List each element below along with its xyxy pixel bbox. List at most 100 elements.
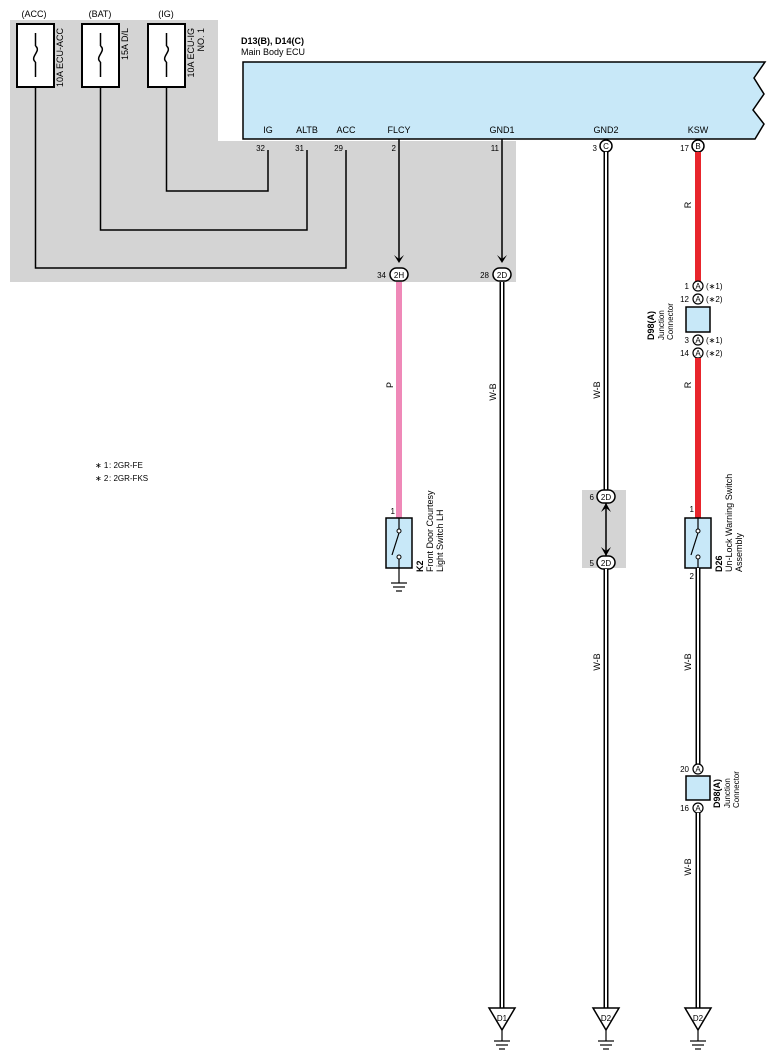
jc-pin-number: 16 (680, 804, 689, 813)
ground-icon (494, 1040, 510, 1050)
connector-letter: C (603, 142, 609, 151)
switch-name-line2: Assembly (734, 532, 744, 572)
jc-code: D98(A) (712, 779, 722, 808)
junction-label: 2D (601, 559, 611, 568)
junction-pin-number: 5 (590, 559, 595, 568)
pin-number: 17 (680, 144, 689, 153)
fuse-source-label: (BAT) (89, 9, 112, 19)
junction-2h: 34 2H (377, 267, 409, 282)
jc-pin-note: (∗1) (706, 282, 723, 291)
ecu-connector-c: C (599, 139, 613, 153)
junction-arrow (394, 255, 404, 263)
note-text: : 2GR-FKS (109, 474, 148, 483)
jc-pin-label: A (695, 349, 701, 358)
note-text: : 2GR-FE (109, 461, 143, 470)
pin-number: 29 (334, 144, 343, 153)
ecu-pin-label: IG (263, 125, 273, 135)
switch-name-line2: Light Switch LH (435, 509, 445, 572)
fuse-source-label: (IG) (158, 9, 174, 19)
wire-color-label: R (683, 201, 693, 208)
ecu-pin-label: ALTB (296, 125, 318, 135)
junction-label: 2D (601, 493, 611, 502)
jc-pin-number: 3 (685, 336, 690, 345)
jc-code: D98(A) (646, 311, 656, 340)
ground-label: D2 (601, 1014, 612, 1023)
junction-connector-bottom: 20 A 16 A D98(A) Junction Connector (680, 763, 741, 814)
jc-pin-number: 12 (680, 295, 689, 304)
switch-code: K2 (415, 560, 425, 572)
junction-arrow (601, 547, 611, 556)
jc-pin-note: (∗1) (706, 336, 723, 345)
ground-point-d2-gnd2: D2 (591, 1007, 621, 1050)
switch-code: D26 (714, 555, 724, 572)
fuse-bat: (BAT) 15A D/L (81, 9, 130, 88)
note-mark: ∗ 1 (95, 461, 109, 470)
pin-number: 32 (256, 144, 265, 153)
pin-number: 11 (491, 144, 500, 153)
ecu-name: Main Body ECU (241, 47, 305, 57)
fuse-source-label: (ACC) (22, 9, 47, 19)
junction-pin-number: 34 (377, 271, 386, 280)
courtesy-light-switch: 1 K2 Front Door Courtesy Light Switch LH (385, 490, 445, 592)
ecu-pin-label: GND2 (593, 125, 618, 135)
pin-number: 31 (295, 144, 304, 153)
jc-pin-label: A (695, 336, 701, 345)
ground-label: D2 (693, 1014, 704, 1023)
ecu-pin-label: FLCY (387, 125, 410, 135)
junction-label: 2H (394, 271, 404, 280)
switch-name-line1: Front Door Courtesy (425, 490, 435, 572)
junction-connector-top: 1 A (∗1) 12 A (∗2) 3 A (∗1) 14 A (∗2) D9… (646, 280, 723, 359)
switch-pin-number: 2 (690, 572, 695, 581)
junction-2d-gnd1: 28 2D (480, 267, 512, 282)
pin-number: 2 (392, 144, 397, 153)
jc-name1: Junction (657, 310, 666, 340)
ecu-pin-label: ACC (336, 125, 356, 135)
junction-arrow (601, 503, 611, 512)
ecu-connector-b: B (691, 139, 705, 153)
jc-pin-label: A (695, 282, 701, 291)
fuse-name: 10A ECU-IG (186, 28, 196, 78)
wire-color-label: W-B (592, 653, 602, 670)
jc-pin-note: (∗2) (706, 349, 723, 358)
jc-pin-label: A (695, 804, 701, 813)
wire-color-label: R (683, 381, 693, 388)
engine-notes: ∗ 1 : 2GR-FE ∗ 2 : 2GR-FKS (95, 461, 148, 483)
ecu-pin-label: GND1 (489, 125, 514, 135)
junction-pin-number: 28 (480, 271, 489, 280)
connector-letter: B (695, 142, 700, 151)
ground-point-d1: D1 (487, 1007, 517, 1050)
fuse-wires (34, 87, 347, 269)
ecu-code: D13(B), D14(C) (241, 36, 304, 46)
ground-icon (690, 1040, 706, 1050)
wire-color-label: W-B (488, 383, 498, 400)
jc-pin-number: 14 (680, 349, 689, 358)
harness-shade-area (10, 20, 516, 282)
wire-color-label: W-B (592, 381, 602, 398)
jc-pin-number: 20 (680, 765, 689, 774)
jc-pin-number: 1 (685, 282, 690, 291)
fuse-acc: (ACC) 10A ECU-ACC (16, 9, 65, 88)
ground-icon (598, 1040, 614, 1050)
fuse-ig: (IG) 10A ECU-IG NO. 1 (147, 9, 206, 88)
junction-2d-pin6: 6 2D (590, 489, 616, 504)
jc-pin-label: A (695, 295, 701, 304)
ground-icon (391, 582, 407, 592)
wire-color-label: W-B (683, 653, 693, 670)
jc-name2: Connector (732, 771, 741, 808)
junction-pin-number: 6 (590, 493, 595, 502)
fuse-name-line2: NO. 1 (196, 28, 206, 52)
switch-pin-number: 1 (690, 505, 695, 514)
junction-arrow (497, 255, 507, 263)
jc-pin-note: (∗2) (706, 295, 723, 304)
ground-label: D1 (497, 1014, 508, 1023)
ground-point-d2-ksw: D2 (683, 1007, 713, 1050)
jc-name1: Junction (723, 778, 732, 808)
note-mark: ∗ 2 (95, 474, 109, 483)
ecu-pin-numbers: 32 31 29 2 11 3 17 (256, 144, 689, 153)
ecu-pin-label: KSW (688, 125, 709, 135)
wire-color-label: W-B (683, 858, 693, 875)
pin-number: 3 (593, 144, 598, 153)
switch-pin-number: 1 (391, 507, 396, 516)
switch-name-line1: Un-Lock Warning Switch (724, 474, 734, 572)
